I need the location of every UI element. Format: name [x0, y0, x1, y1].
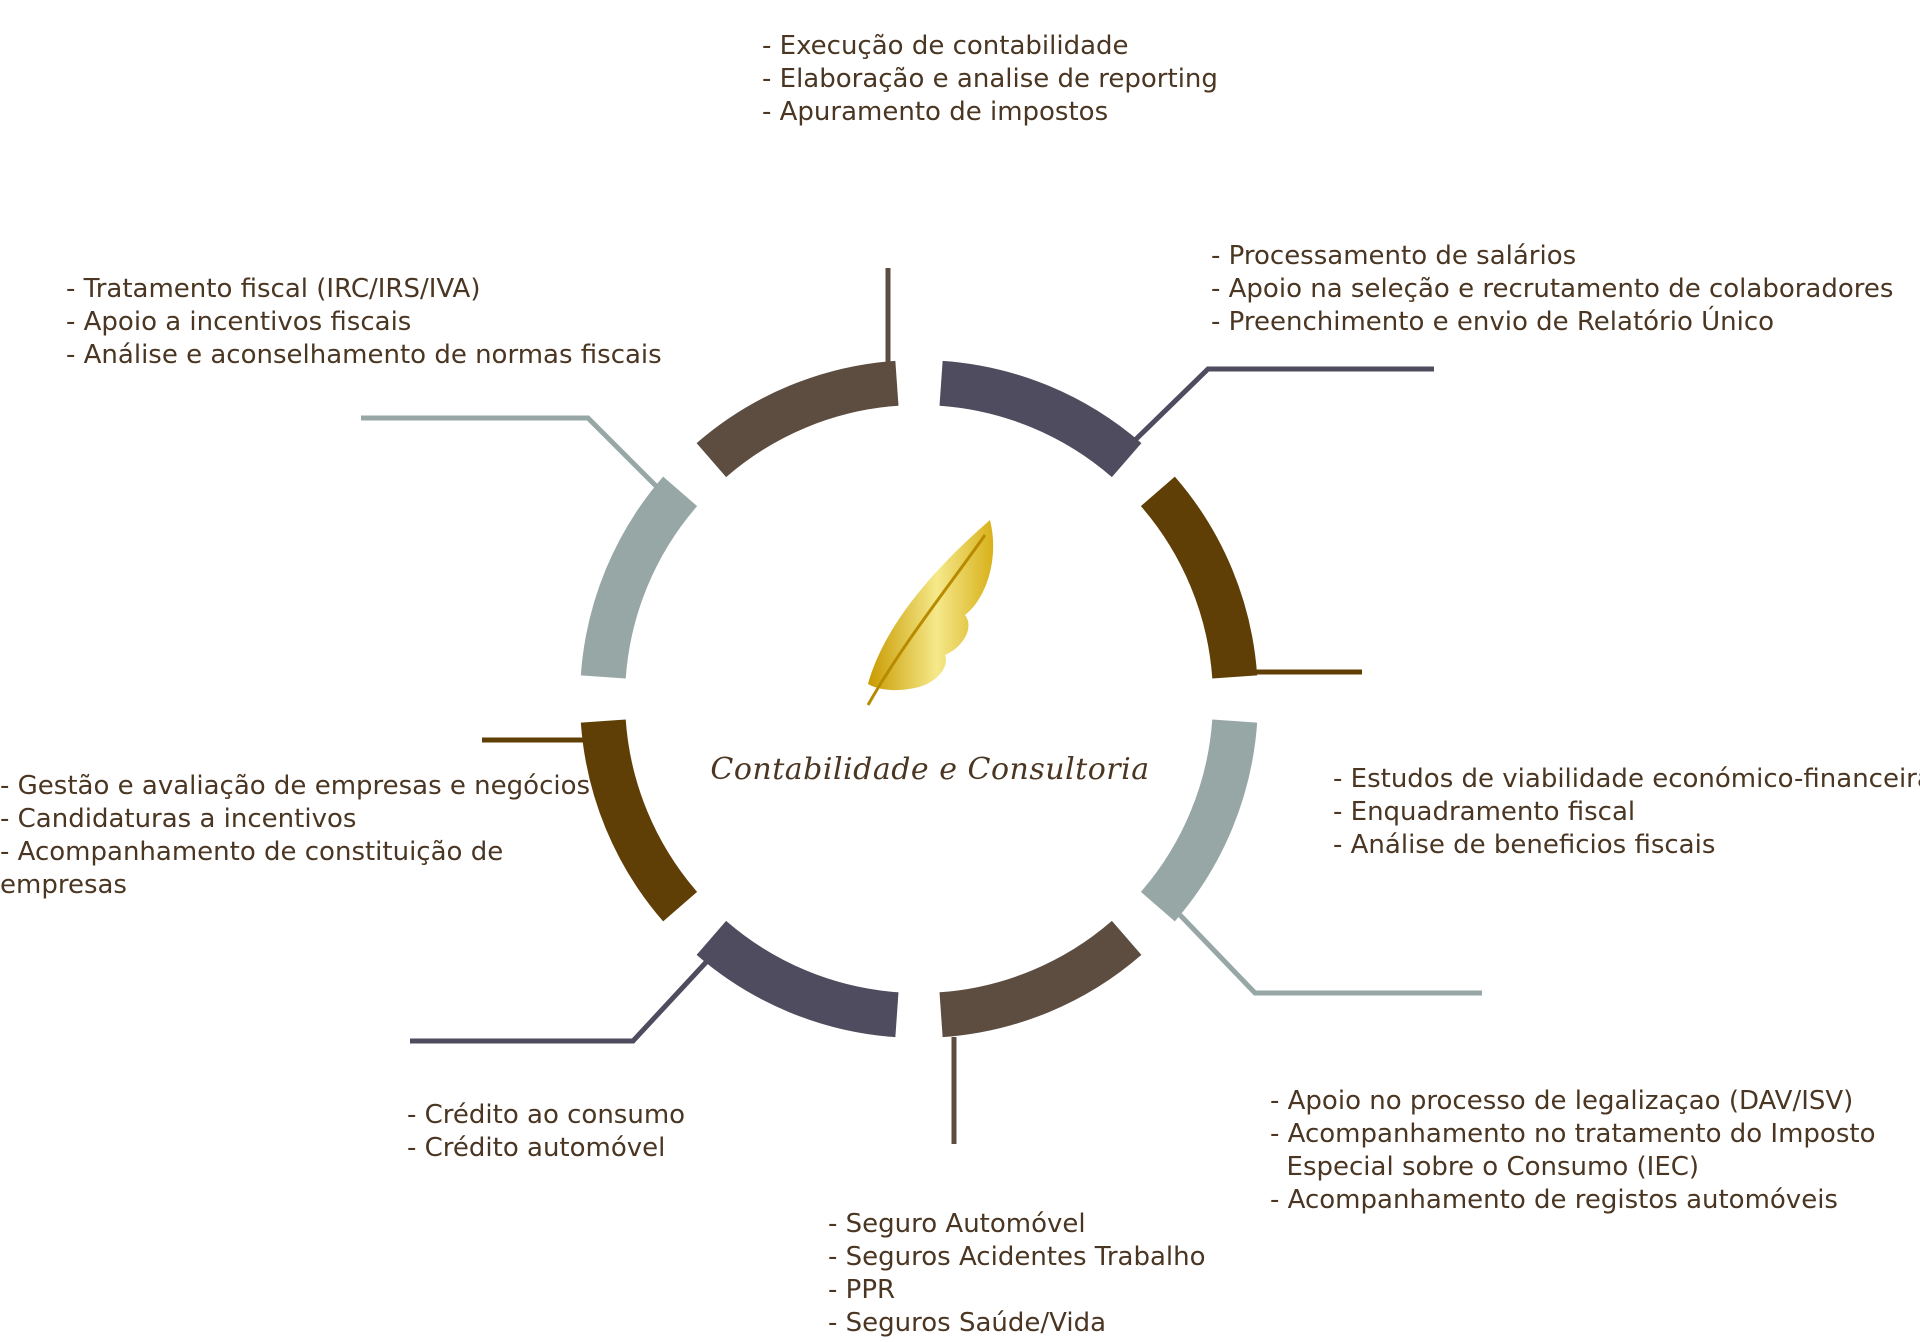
service-block-tax-treatment: - Tratamento fiscal (IRC/IRS/IVA)- Apoio…	[66, 273, 662, 372]
service-item: - Crédito automóvel	[407, 1133, 666, 1163]
service-item: - Acompanhamento de constituição de	[0, 837, 504, 867]
service-block-accounting: - Execução de contabilidade- Elaboração …	[762, 30, 1218, 129]
service-item: - Apuramento de impostos	[762, 97, 1109, 127]
ring-segment-8	[580, 476, 698, 679]
service-block-payroll-hr: - Processamento de salários- Apoio na se…	[1211, 240, 1893, 339]
service-item: - Enquadramento fiscal	[1333, 797, 1636, 827]
service-block-credit: - Crédito ao consumo- Crédito automóvel	[407, 1099, 685, 1165]
service-item: - Elaboração e analise de reporting	[762, 64, 1218, 94]
service-item: - Preenchimento e envio de Relatório Úni…	[1211, 307, 1775, 337]
service-item: - Acompanhamento de registos automóveis	[1270, 1185, 1838, 1215]
service-item: - Análise de beneficios fiscais	[1333, 830, 1716, 860]
connector-line-6	[410, 956, 712, 1044]
service-item: - Seguro Automóvel	[828, 1209, 1086, 1239]
service-block-insurance: - Seguro Automóvel- Seguros Acidentes Tr…	[828, 1208, 1206, 1340]
service-item: empresas	[0, 870, 127, 900]
service-item: - Acompanhamento no tratamento do Impost…	[1270, 1119, 1876, 1149]
connector-line-8	[361, 415, 667, 497]
service-item: - Seguros Acidentes Trabalho	[828, 1242, 1206, 1272]
service-item: - Tratamento fiscal (IRC/IRS/IVA)	[66, 274, 481, 304]
service-block-vehicle-legalization: - Apoio no processo de legalizaçao (DAV/…	[1270, 1085, 1876, 1217]
connector-line-2	[1128, 366, 1434, 447]
service-block-business-management: - Gestão e avaliação de empresas e negóc…	[0, 770, 590, 902]
center-brand-label: Contabilidade e Consultoria	[710, 752, 1150, 787]
ring-segment-4	[1140, 719, 1258, 922]
connector-line-4	[1178, 913, 1482, 996]
service-item: - Apoio no processo de legalizaçao (DAV/…	[1270, 1086, 1854, 1116]
ring-segment-5	[939, 920, 1142, 1038]
ring-segment-1	[696, 360, 899, 478]
service-item: - Seguros Saúde/Vida	[828, 1308, 1107, 1338]
service-block-financial-studies: - Estudos de viabilidade económico-finan…	[1333, 763, 1920, 862]
ring-segments	[580, 360, 1258, 1038]
ring-segment-2	[939, 360, 1142, 478]
service-item: - Execução de contabilidade	[762, 31, 1129, 61]
service-item: Especial sobre o Consumo (IEC)	[1270, 1152, 1700, 1182]
service-item: - Gestão e avaliação de empresas e negóc…	[0, 771, 591, 801]
ring-segment-6	[696, 920, 899, 1038]
service-item: - PPR	[828, 1275, 896, 1305]
connector-lines	[361, 268, 1482, 1144]
ring-segment-3	[1140, 476, 1258, 679]
service-item: - Crédito ao consumo	[407, 1100, 686, 1130]
service-item: - Estudos de viabilidade económico-finan…	[1333, 764, 1920, 794]
ring-segment-7	[580, 719, 698, 922]
service-item: - Processamento de salários	[1211, 241, 1577, 271]
feather-quill-icon	[866, 520, 994, 706]
service-item: - Análise e aconselhamento de normas fis…	[66, 340, 662, 370]
service-item: - Apoio na seleção e recrutamento de col…	[1211, 274, 1894, 304]
service-item: - Apoio a incentivos fiscais	[66, 307, 412, 337]
service-item: - Candidaturas a incentivos	[0, 804, 357, 834]
